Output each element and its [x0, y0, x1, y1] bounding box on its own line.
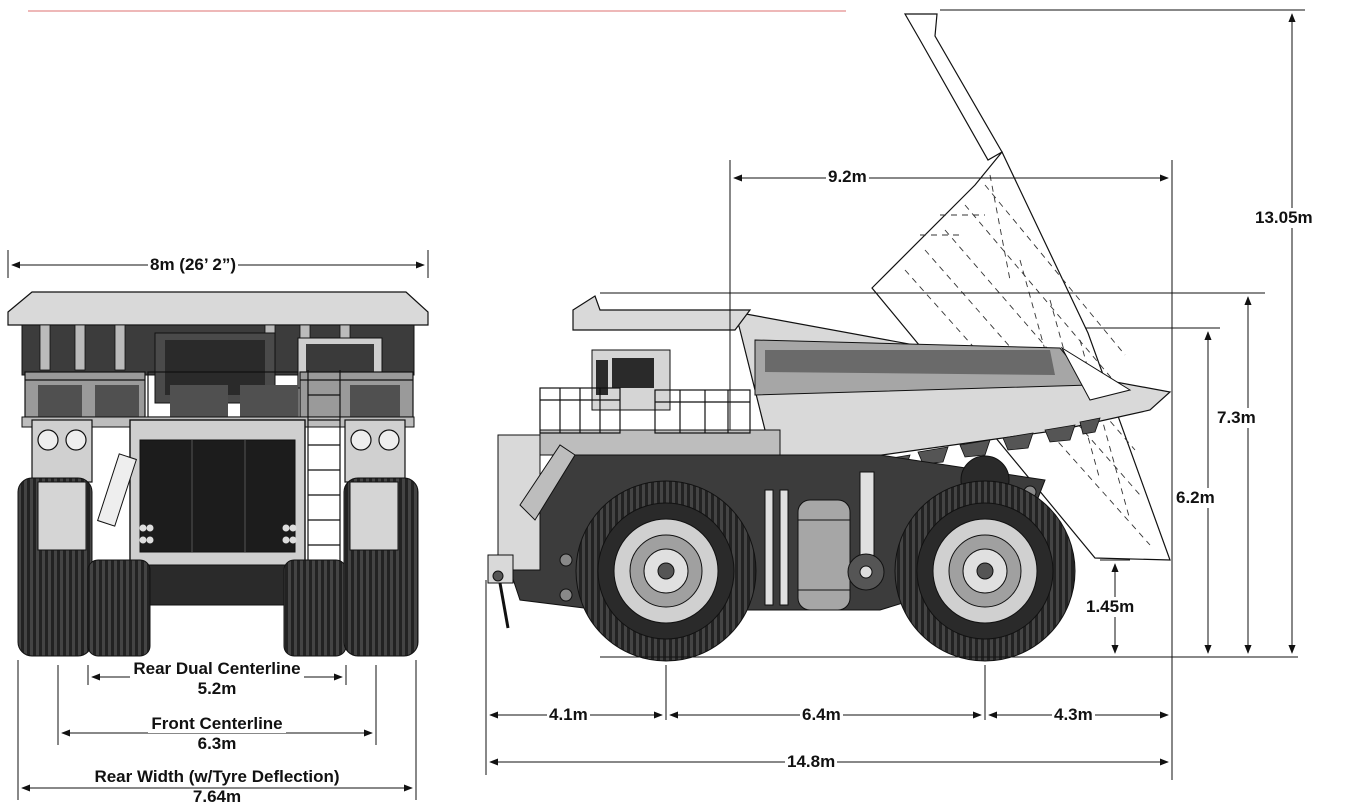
rear-dual-centerline-value: 5.2m: [197, 679, 237, 698]
side-view-truck: [487, 13, 1172, 662]
body-length-raised-label: 9.2m: [826, 167, 869, 187]
front-centerline-label: Front Centerline 6.3m: [58, 714, 376, 754]
front-view-truck: [7, 291, 429, 657]
rear-dual-centerline-title: Rear Dual Centerline: [130, 659, 304, 678]
dump-clearance-label: 1.45m: [1084, 597, 1137, 617]
front-overhang-label: 4.1m: [547, 705, 590, 725]
front-centerline-value: 6.3m: [197, 734, 237, 753]
front-centerline-title: Front Centerline: [148, 714, 286, 733]
canopy-height-label: 7.3m: [1215, 408, 1258, 428]
overall-length-label: 14.8m: [785, 752, 838, 772]
rear-dual-centerline-label: Rear Dual Centerline 5.2m: [88, 659, 346, 699]
overall-width-label: 8m (26’ 2”): [148, 255, 238, 275]
rear-width-label: Rear Width (w/Tyre Deflection) 7.64m: [18, 767, 416, 807]
wheelbase-label: 6.4m: [800, 705, 843, 725]
rear-width-value: 7.64m: [192, 787, 242, 806]
side-rear-wheel: [894, 480, 1076, 662]
side-front-wheel: [575, 480, 757, 662]
rear-width-title: Rear Width (w/Tyre Deflection): [91, 767, 343, 786]
body-height-label: 6.2m: [1174, 488, 1217, 508]
rear-overhang-label: 4.3m: [1052, 705, 1095, 725]
max-dump-height-label: 13.05m: [1253, 208, 1315, 228]
